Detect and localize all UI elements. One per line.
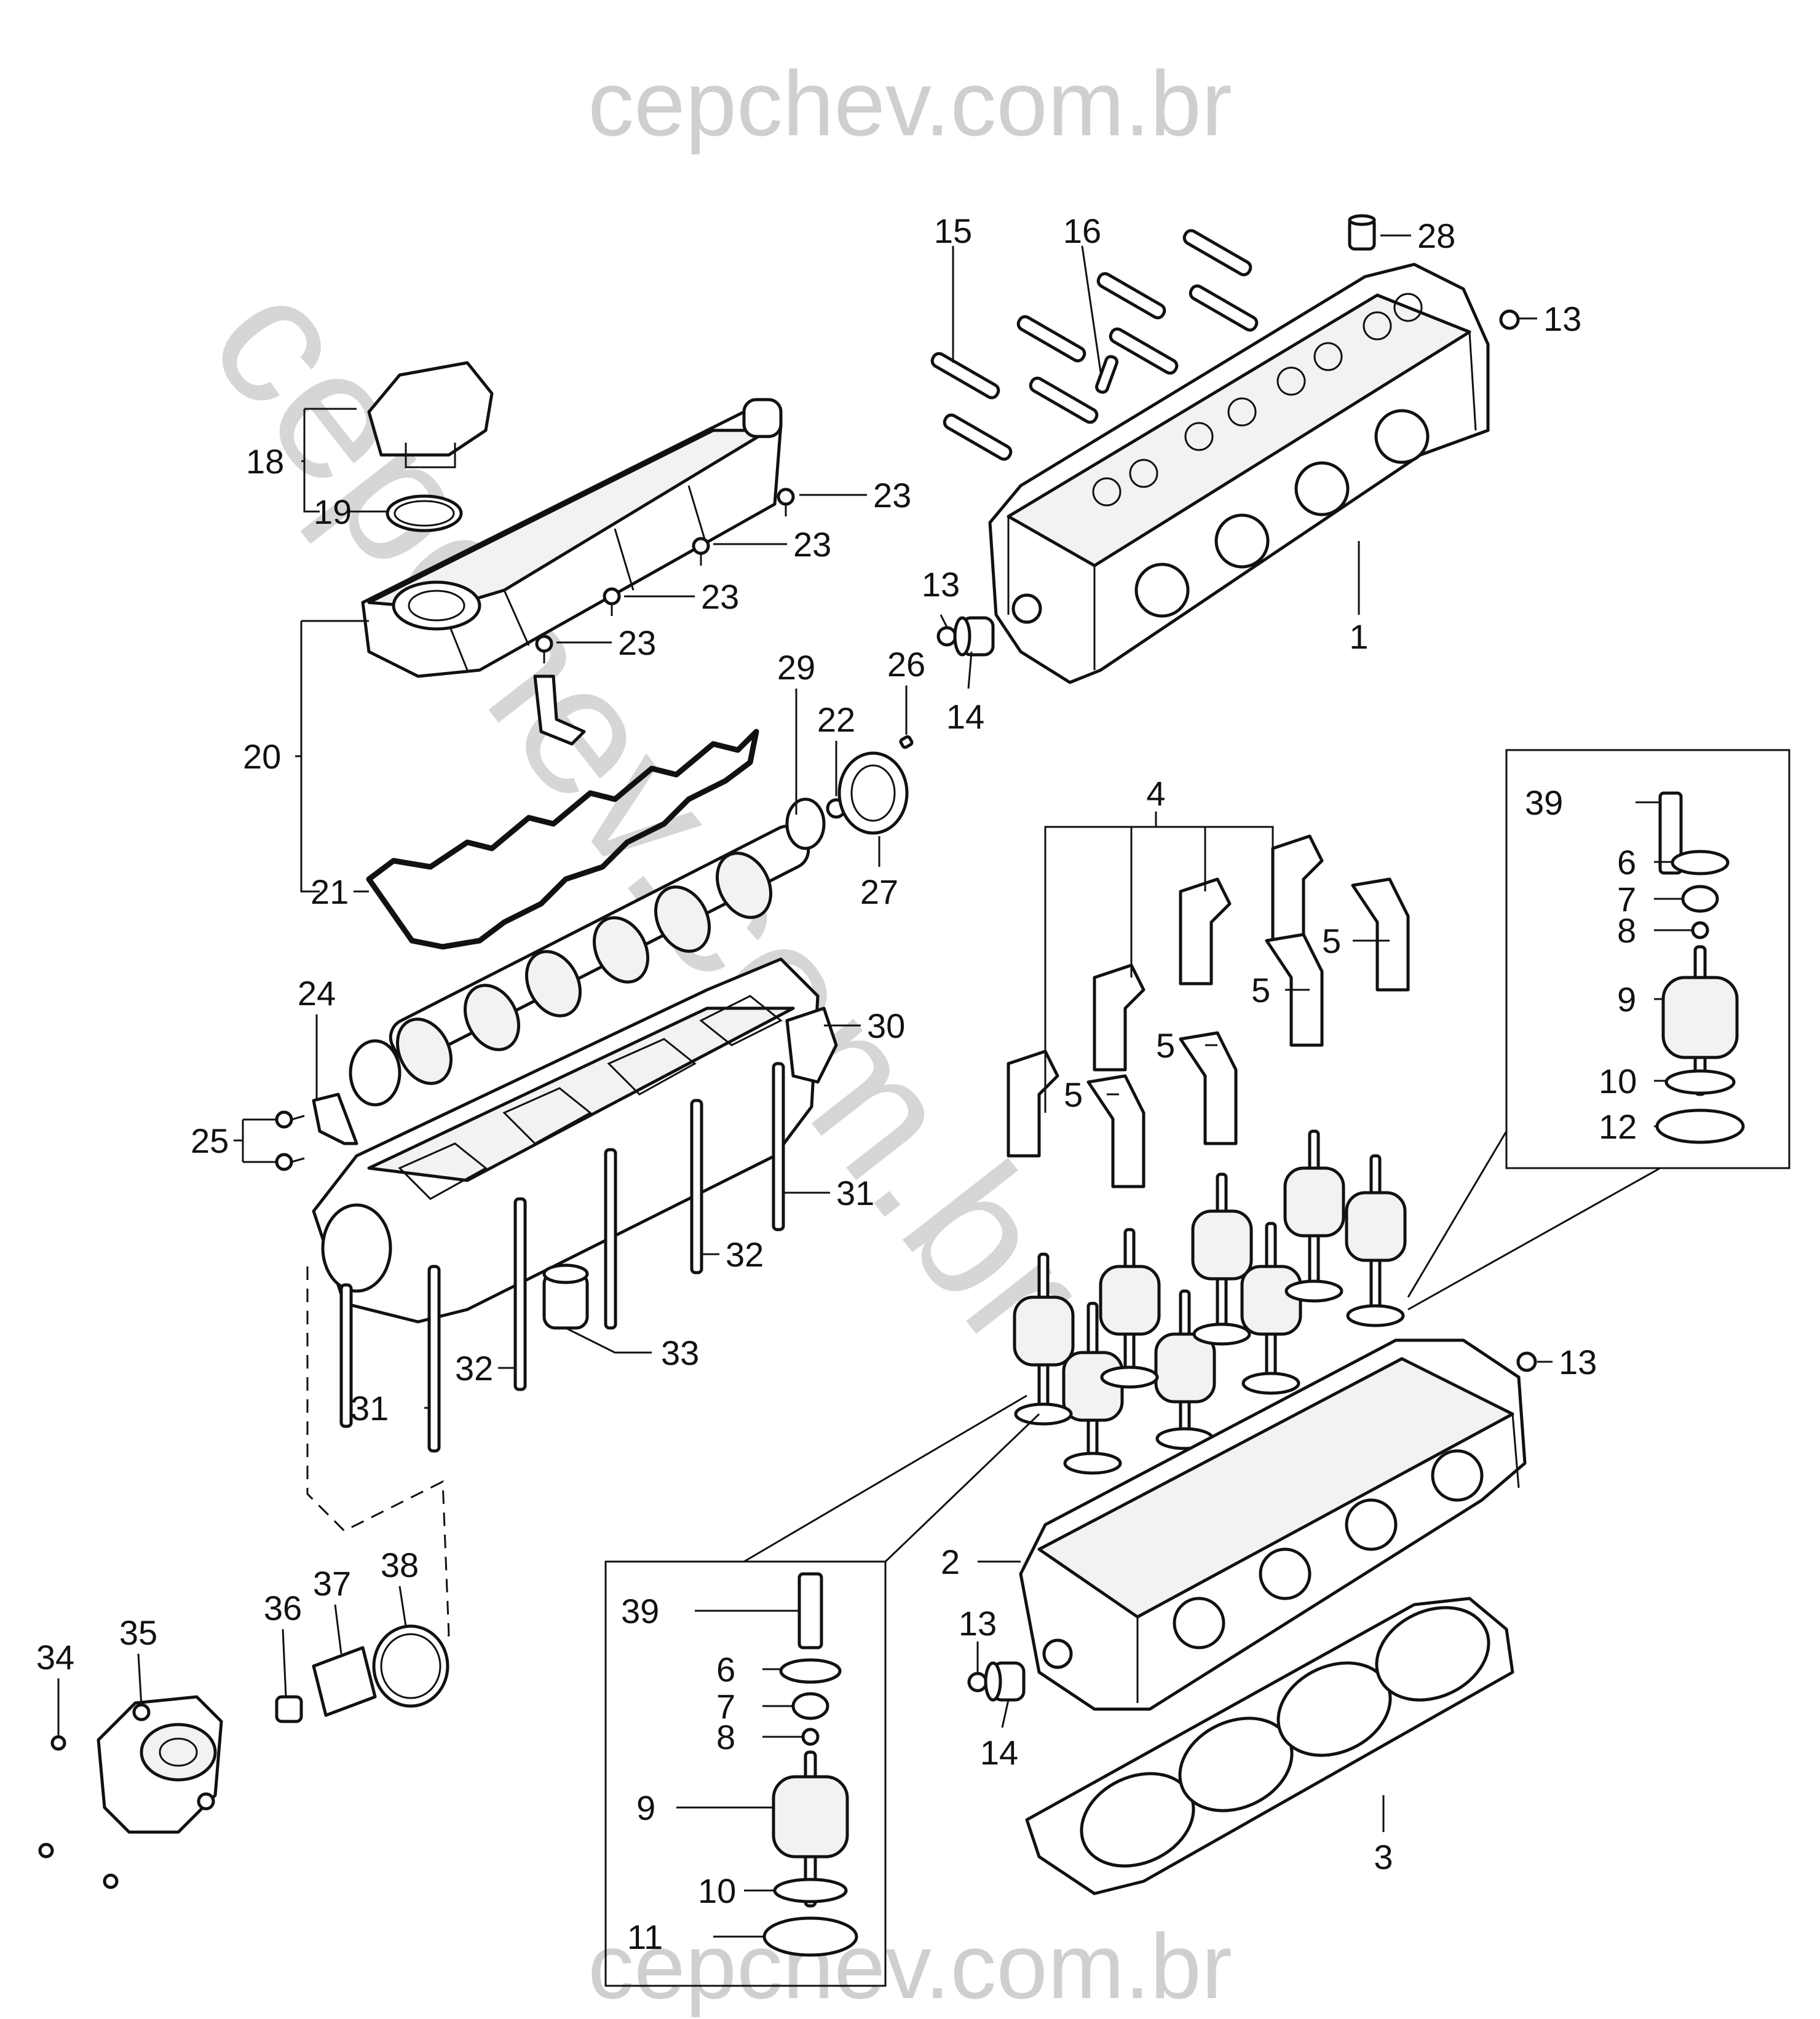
label-31-a: 31 <box>836 1174 874 1212</box>
label-14-b: 14 <box>980 1733 1018 1772</box>
label-35: 35 <box>119 1613 157 1652</box>
plug-13-14-top <box>936 616 995 657</box>
label-18: 18 <box>246 442 284 481</box>
label-19: 19 <box>314 492 352 531</box>
camshaft <box>349 797 826 1107</box>
label-26: 26 <box>887 645 925 684</box>
label-13-a: 13 <box>1543 299 1581 338</box>
oil-filler-cap <box>367 361 494 468</box>
cylinder-head-assembly-bottom <box>1019 1338 1527 1711</box>
vacuum-pump <box>97 1695 223 1834</box>
dashed-routing <box>306 1266 450 1661</box>
label-9-a: 9 <box>1617 980 1636 1019</box>
label-11: 11 <box>627 1918 663 1956</box>
label-29: 29 <box>777 648 815 687</box>
pin-26 <box>899 735 914 749</box>
label-6-b: 6 <box>716 1650 735 1689</box>
label-22: 22 <box>817 700 855 739</box>
label-23-b: 23 <box>793 525 831 564</box>
label-23-d: 23 <box>618 623 656 662</box>
label-34: 34 <box>36 1638 74 1677</box>
label-5-d: 5 <box>1064 1075 1083 1114</box>
camshaft-carrier <box>312 957 838 1324</box>
label-13-c: 13 <box>1559 1343 1597 1381</box>
label-12: 12 <box>1599 1107 1637 1146</box>
head-gasket <box>1025 1597 1514 1895</box>
rocker-arms <box>1007 834 1410 1188</box>
label-28: 28 <box>1417 216 1455 255</box>
label-4: 4 <box>1146 774 1165 813</box>
label-39-a: 39 <box>1525 783 1563 822</box>
label-5-b: 5 <box>1251 971 1270 1010</box>
label-7-b: 7 <box>716 1687 735 1726</box>
detail-box-right <box>1407 749 1790 1311</box>
label-5-c: 5 <box>1156 1026 1175 1065</box>
label-10-a: 10 <box>1599 1062 1637 1100</box>
label-24: 24 <box>298 974 336 1013</box>
label-2: 2 <box>941 1543 960 1581</box>
studs-31-32 <box>339 1062 785 1453</box>
leader-lines <box>57 234 1693 1938</box>
nut-13-top-right <box>1499 309 1520 330</box>
o-ring-38 <box>372 1624 449 1708</box>
label-15: 15 <box>934 211 972 250</box>
label-39-b: 39 <box>621 1592 659 1630</box>
cylinder-head-assembly-top <box>988 263 1490 684</box>
bolts-25 <box>275 1110 305 1171</box>
label-13-d: 13 <box>959 1604 997 1643</box>
sleeve-28 <box>1348 214 1376 251</box>
label-8-b: 8 <box>716 1718 735 1756</box>
valve-cover-gasket <box>366 729 759 950</box>
label-7-a: 7 <box>1617 880 1636 919</box>
nut-13-lower-right <box>1516 1351 1537 1372</box>
valves-and-springs <box>1013 1129 1407 1475</box>
label-38: 38 <box>381 1546 419 1584</box>
label-21: 21 <box>311 872 349 911</box>
label-5-a: 5 <box>1322 922 1341 960</box>
valve-cover <box>361 398 783 678</box>
label-27: 27 <box>860 872 898 911</box>
label-23-a: 23 <box>873 476 911 515</box>
adapter-36 <box>275 1695 303 1723</box>
label-10-b: 10 <box>698 1871 736 1910</box>
label-8-a: 8 <box>1617 911 1636 950</box>
label-32-a: 32 <box>726 1235 764 1274</box>
label-33: 33 <box>661 1333 699 1372</box>
label-31-b: 31 <box>350 1389 389 1428</box>
watermark-top: cepchev.com.br <box>588 52 1232 155</box>
label-37: 37 <box>313 1564 351 1603</box>
bolts-23 <box>535 488 795 663</box>
label-36: 36 <box>264 1589 302 1627</box>
watermark-bottom: cepchev.com.br <box>588 1914 1232 2018</box>
o-ring-19 <box>386 494 463 532</box>
label-25: 25 <box>191 1121 229 1160</box>
clip-22-and-seal-27 <box>826 751 909 835</box>
label-23-c: 23 <box>701 577 739 616</box>
label-1: 1 <box>1349 617 1368 656</box>
label-14-a: 14 <box>946 697 984 736</box>
label-13-b: 13 <box>922 565 960 604</box>
coupling-37 <box>312 1646 377 1717</box>
label-32-b: 32 <box>455 1349 493 1388</box>
pushrod-pins <box>930 229 1259 461</box>
label-30: 30 <box>867 1006 905 1045</box>
label-6-a: 6 <box>1617 843 1636 882</box>
bracket <box>533 674 586 746</box>
cover-plate-24 <box>312 1092 358 1145</box>
label-16: 16 <box>1063 211 1101 250</box>
label-9-b: 9 <box>636 1788 655 1827</box>
sleeve-33 <box>542 1263 589 1330</box>
label-3: 3 <box>1374 1838 1393 1876</box>
callout-labels: 15 16 28 13 13 14 1 18 19 23 23 23 23 20… <box>36 211 1637 1956</box>
label-20: 20 <box>243 737 281 776</box>
